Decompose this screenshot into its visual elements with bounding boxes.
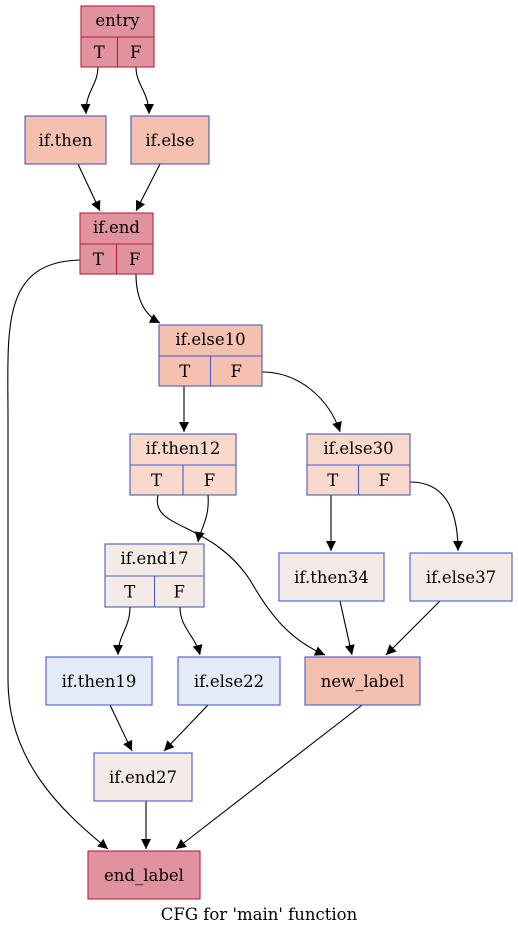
port-true-label: T <box>94 43 105 62</box>
edge-if-else30-if-else37 <box>409 481 463 552</box>
edge-if-else37-new-label <box>385 600 441 656</box>
node-label: if.then12 <box>146 439 221 458</box>
port-false-label: F <box>130 43 141 62</box>
node-label: if.then19 <box>62 672 137 691</box>
node-label: if.end27 <box>109 768 177 787</box>
edge-entry-if-then <box>80 66 99 115</box>
node-if-then[interactable]: if.then <box>24 115 107 165</box>
port-true-label: T <box>151 471 162 490</box>
node-if-else37[interactable]: if.else37 <box>409 552 513 602</box>
node-label: if.else22 <box>194 672 264 691</box>
node-label: if.else37 <box>426 568 496 587</box>
edge-if-else-if-end <box>135 163 161 212</box>
port-false-label: F <box>204 471 215 490</box>
edge-if-else22-if-end27 <box>163 704 209 752</box>
port-true-label: T <box>93 250 104 269</box>
edges-layer <box>7 66 463 850</box>
node-if-then34[interactable]: if.then34 <box>278 552 385 602</box>
node-label: if.else10 <box>175 330 245 349</box>
edge-if-then12-if-end17 <box>194 494 209 543</box>
port-true-label: T <box>327 471 338 490</box>
edge-if-end17-if-then19 <box>113 606 131 656</box>
node-label: if.end <box>93 218 140 237</box>
node-box <box>87 850 201 900</box>
node-label: if.then34 <box>294 568 369 587</box>
node-label: end_label <box>104 866 184 885</box>
node-end-label[interactable]: end_label <box>87 850 201 900</box>
node-if-end27[interactable]: if.end27 <box>93 752 193 802</box>
node-label: if.then <box>39 131 93 150</box>
node-box <box>409 552 513 602</box>
port-false-label: F <box>129 250 140 269</box>
node-if-else[interactable]: if.else <box>130 115 210 165</box>
node-label: if.else30 <box>323 439 393 458</box>
edge-if-then34-new-label <box>339 600 355 656</box>
node-new-label[interactable]: new_label <box>304 656 421 706</box>
node-label: if.else <box>145 131 194 150</box>
diagram-caption: CFG for 'main' function <box>161 905 358 924</box>
edge-entry-if-else <box>135 66 154 115</box>
port-false-label: F <box>379 471 390 490</box>
node-label: entry <box>95 11 140 30</box>
port-true-label: T <box>179 362 190 381</box>
node-box <box>304 656 421 706</box>
edge-if-then12-new-label <box>156 494 326 656</box>
node-if-then19[interactable]: if.then19 <box>45 656 153 706</box>
edge-new-label-end-label <box>175 704 363 850</box>
edge-if-end17-if-else22 <box>179 606 203 656</box>
port-false-label: F <box>231 362 242 381</box>
port-true-label: T <box>124 583 135 602</box>
node-label: new_label <box>321 672 404 691</box>
node-box <box>24 115 107 165</box>
node-box <box>130 115 210 165</box>
node-box <box>45 656 153 706</box>
edge-if-then19-if-end27 <box>109 704 133 752</box>
node-label: if.end17 <box>121 549 189 568</box>
node-if-else22[interactable]: if.else22 <box>177 656 281 706</box>
node-box <box>177 656 281 706</box>
edge-if-else10-if-else30 <box>261 371 342 433</box>
node-box <box>278 552 385 602</box>
port-false-label: F <box>174 583 185 602</box>
edge-if-end-if-else10 <box>135 273 161 324</box>
edge-if-end-end-label <box>7 259 109 850</box>
edge-if-then-if-end <box>77 163 101 212</box>
node-box <box>93 752 193 802</box>
